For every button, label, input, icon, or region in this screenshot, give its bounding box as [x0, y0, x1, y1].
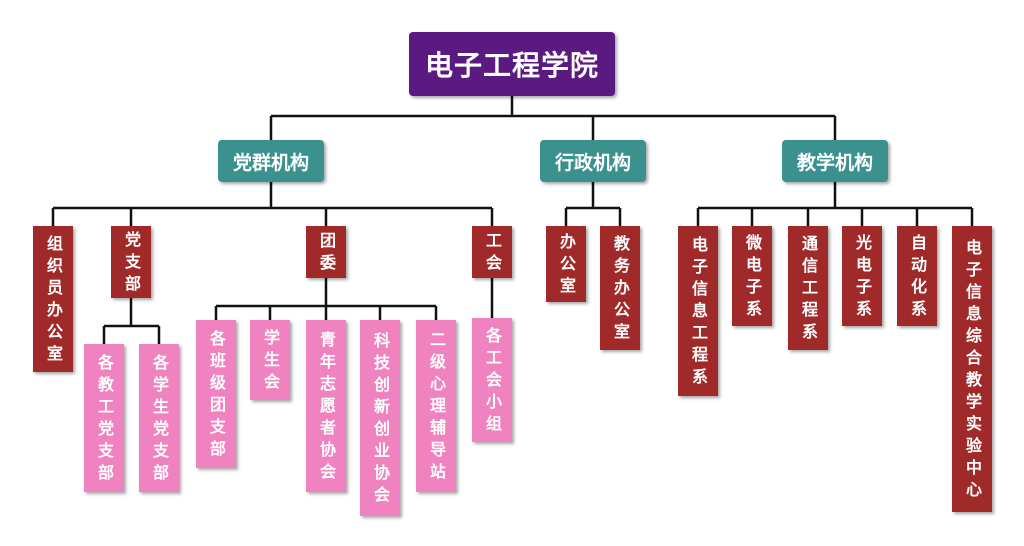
sub-volunteer-association: 青年志愿者协会: [306, 320, 346, 492]
group-teaching: 教学机构: [782, 140, 888, 182]
unit-ee-dept: 电子信息工程系: [678, 226, 718, 396]
sub-union-groups: 各工会小组: [472, 318, 512, 442]
unit-party-branch: 党支部: [111, 226, 151, 298]
group-party: 党群机构: [218, 140, 324, 182]
unit-youth-league: 团委: [306, 226, 346, 278]
sub-class-league-branches: 各班级团支部: [196, 320, 236, 468]
sub-counseling-station: 二级心理辅导站: [416, 320, 456, 492]
unit-optoelectronics-dept: 光电子系: [842, 226, 882, 326]
unit-org-office: 组织员办公室: [33, 226, 73, 372]
sub-student-branches: 各学生党支部: [139, 344, 179, 492]
sub-innovation-association: 科技创新创业协会: [360, 320, 400, 516]
sub-faculty-branches: 各教工党支部: [84, 344, 124, 492]
unit-union: 工会: [472, 226, 512, 278]
unit-experiment-center: 电子信息综合教学实验中心: [952, 226, 992, 512]
unit-academic-office: 教务办公室: [600, 226, 640, 350]
unit-microelectronics-dept: 微电子系: [732, 226, 772, 326]
unit-communication-dept: 通信工程系: [788, 226, 828, 350]
unit-office: 办公室: [546, 226, 586, 302]
group-admin: 行政机构: [540, 140, 646, 182]
sub-student-union: 学生会: [250, 320, 290, 400]
unit-automation-dept: 自动化系: [897, 226, 937, 326]
root-node: 电子工程学院: [409, 32, 615, 96]
